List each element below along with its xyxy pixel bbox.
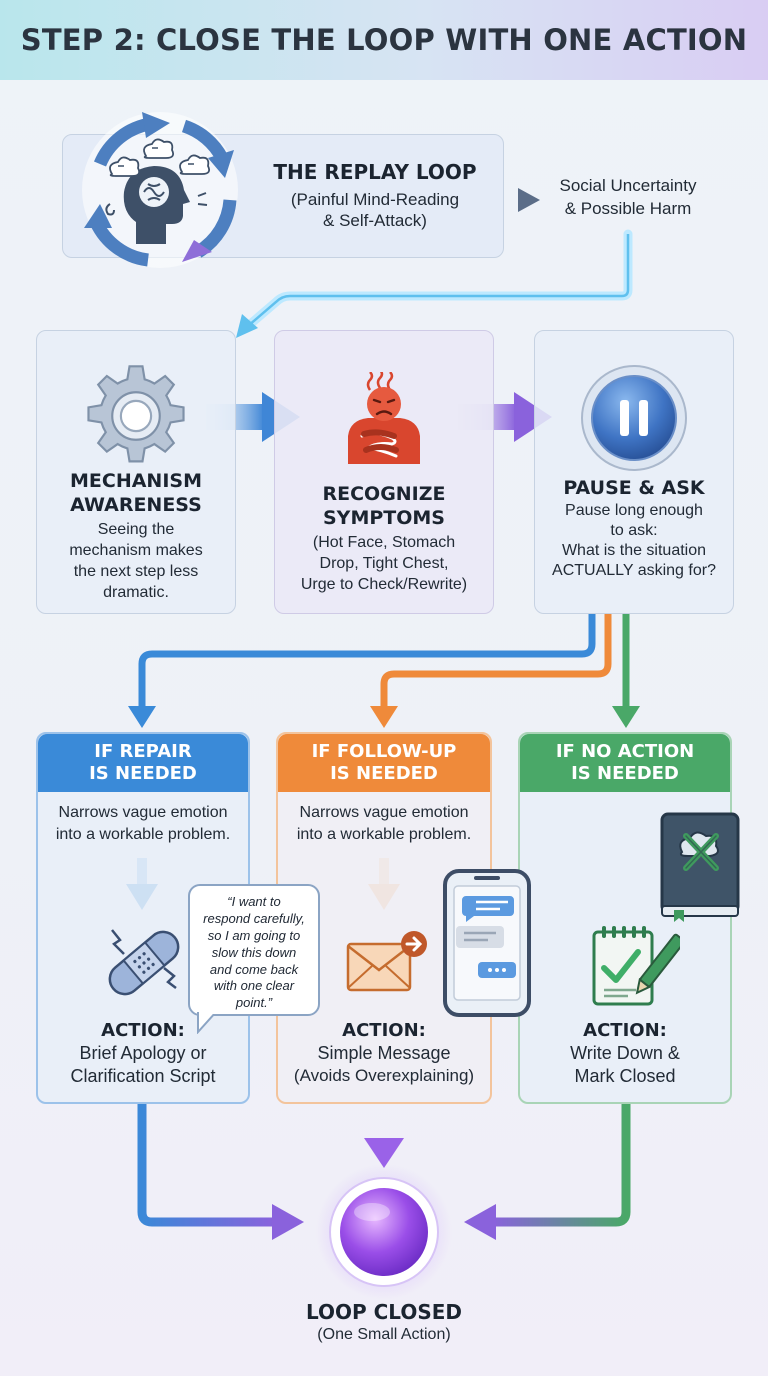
repair-text-2: into a workable problem. [55,826,231,843]
pause-title: PAUSE & ASK [563,477,705,499]
repair-action-label: ACTION: [101,1020,185,1041]
replay-loop-title: THE REPLAY LOOP [273,160,477,184]
mechanism-text-3: the next step less [73,563,199,580]
pause-text-1: Pause long enough [565,502,703,519]
symptoms-text-3: Urge to Check/Rewrite) [300,576,468,593]
repair-action-line-2: Clarification Script [70,1066,216,1086]
bandage-icon [108,929,180,996]
branch-line-repair [138,614,596,712]
followup-action-line-2: (Avoids Overexplaining) [293,1066,475,1085]
noaction-action-line-2: Mark Closed [574,1066,676,1086]
page-title: STEP 2: CLOSE THE LOOP WITH ONE ACTION [20,23,748,57]
pause-text-4: ACTUALLY asking for? [552,562,716,579]
distressed-person-icon [348,372,420,464]
pause-text-2: to ask: [610,522,658,539]
noaction-action-label: ACTION: [583,1020,667,1041]
mechanism-text-1: Seeing the [97,521,175,538]
phone-chat-icon [443,869,531,1017]
loop-closed-title: LOOP CLOSED [305,1300,463,1324]
followup-action-label: ACTION: [342,1020,426,1041]
connector-noaction-to-close [492,1104,631,1227]
gear-icon [87,365,185,463]
noaction-action-line-1: Write Down & [570,1043,680,1063]
journal-book-icon [660,812,740,922]
pause-icon[interactable] [580,364,688,472]
pause-text-3: What is the situation [561,542,707,559]
loop-closed-subtitle: (One Small Action) [317,1326,451,1343]
branch-line-followup [380,614,612,712]
symptoms-text-1: (Hot Face, Stomach [312,534,456,551]
followup-action-line-1: Simple Message [317,1043,451,1063]
speech-bubble-tail [197,1012,217,1034]
envelope-icon [346,931,427,992]
replay-loop-subtitle-2: & Self-Attack) [323,211,427,230]
mechanism-text-4: dramatic. [103,584,169,601]
symptoms-text-2: Drop, Tight Chest, [319,555,449,572]
outcome-line-2: & Possible Harm [564,199,692,218]
mechanism-title-1: MECHANISM [70,470,202,492]
brain-cycle-icon [82,112,238,268]
followup-text-2: into a workable problem. [296,826,472,843]
mechanism-text-2: mechanism makes [69,542,203,559]
symptoms-title-1: RECOGNIZE [322,483,446,505]
speech-bubble: “I want to respond carefully, so I am go… [188,884,320,1016]
followup-text-1: Narrows vague emotion [299,804,469,821]
recognize-symptoms-box [274,330,494,614]
checklist-icon [592,926,680,1006]
symptoms-title-2: SYMPTOMS [323,507,445,529]
loop-closed-orb-icon [340,1188,428,1276]
page-header: STEP 2: CLOSE THE LOOP WITH ONE ACTION [0,0,768,80]
repair-text-1: Narrows vague emotion [58,804,228,821]
outcome-line-1: Social Uncertainty [559,176,697,195]
connector-repair-to-close [137,1104,276,1227]
repair-action-line-1: Brief Apology or [79,1043,207,1063]
mechanism-title-2: AWARENESS [70,494,202,516]
replay-loop-subtitle-1: (Painful Mind-Reading [290,190,460,209]
